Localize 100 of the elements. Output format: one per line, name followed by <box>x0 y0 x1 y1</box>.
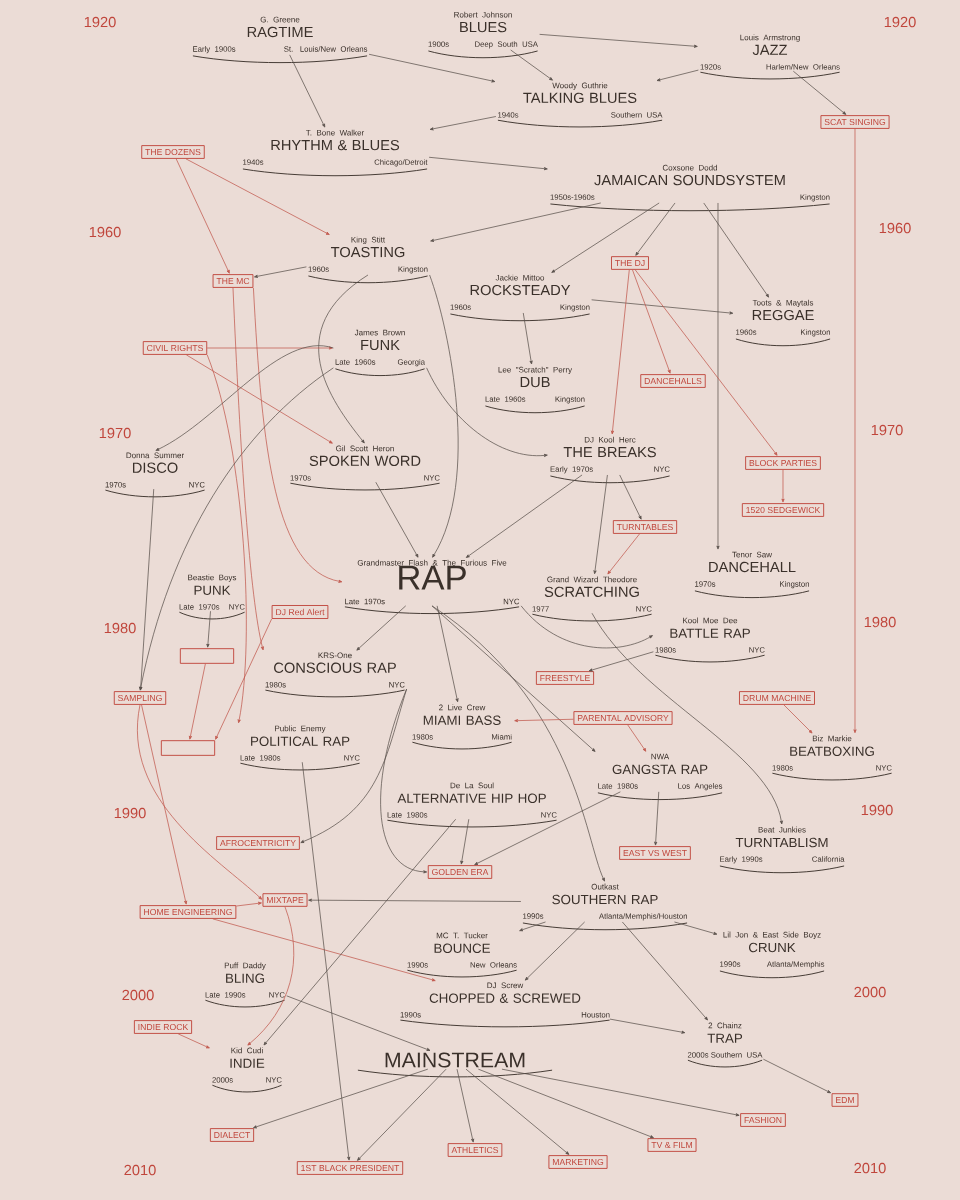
arrow <box>716 202 720 550</box>
arrow <box>522 312 533 365</box>
arrow <box>477 1068 654 1139</box>
year-label: 2000 <box>854 986 886 998</box>
arrow <box>456 1068 475 1143</box>
arrow <box>426 367 548 457</box>
arrow <box>175 158 230 274</box>
arrow <box>634 269 778 456</box>
arrow <box>591 299 734 315</box>
year-label: 2010 <box>124 1164 156 1176</box>
arrow <box>610 269 630 435</box>
arrow <box>591 612 783 825</box>
influence-box: MIXTAPE <box>262 893 308 907</box>
influence-box: THE MC <box>212 274 254 288</box>
arrow <box>300 688 407 843</box>
year-label: 2000 <box>122 989 154 1001</box>
arrow <box>619 474 642 520</box>
influence-box: EAST VS WEST <box>619 846 691 860</box>
influence-box: AFROCENTRICITY <box>216 836 300 850</box>
arrow <box>141 704 188 905</box>
arrow <box>206 610 211 648</box>
arrow <box>308 898 522 902</box>
arrow <box>247 906 295 1046</box>
arrow <box>593 474 608 575</box>
influence-box: DIALECT <box>209 1128 255 1142</box>
influence-box: FREESTYLE <box>535 671 595 685</box>
arrow <box>551 202 660 273</box>
arrow <box>253 1068 429 1129</box>
arrow <box>368 53 496 83</box>
arrow <box>139 488 155 691</box>
influence-box: EDM <box>831 1093 859 1107</box>
arrow <box>703 202 770 298</box>
arrow <box>428 156 548 171</box>
influence-box: MARKETING <box>548 1155 608 1169</box>
year-label: 1980 <box>104 622 136 634</box>
arrow <box>431 605 596 752</box>
arrow <box>206 346 333 350</box>
arrow <box>431 605 605 882</box>
influence-box: GOLDEN ERA <box>427 865 493 879</box>
arrow <box>465 1068 570 1155</box>
arrow <box>510 49 553 81</box>
arrow <box>588 651 654 672</box>
arrow <box>185 158 330 235</box>
influence-box: DJ Red Alert <box>271 605 329 619</box>
arrow <box>460 818 470 865</box>
arrow <box>186 354 333 444</box>
influence-box: 1520 SEDGEWICK <box>741 503 825 517</box>
year-label: 1980 <box>864 616 896 628</box>
arrow <box>318 274 369 444</box>
arrow <box>139 367 334 691</box>
arrow <box>188 663 206 740</box>
year-label: 1920 <box>884 16 916 28</box>
arrow <box>286 995 431 1051</box>
arrow <box>674 921 718 935</box>
arrow <box>853 128 857 734</box>
arrow <box>429 116 497 131</box>
arrow <box>215 618 272 740</box>
arrow <box>627 724 647 752</box>
arrow <box>520 605 653 649</box>
arrow <box>632 269 671 374</box>
influence-box: BLOCK PARTIES <box>745 456 821 470</box>
arrow <box>792 70 847 115</box>
influence-box: INDIE ROCK <box>133 1020 193 1034</box>
arrow <box>356 605 407 651</box>
arrow <box>656 69 699 82</box>
arrow <box>654 791 660 846</box>
arrow <box>235 901 262 907</box>
influence-box: HOME ENGINEERING <box>139 905 237 919</box>
arrow <box>430 202 602 242</box>
arrow <box>137 704 263 900</box>
influence-box: 1ST BLACK PRESIDENT <box>296 1161 404 1175</box>
arrow <box>429 274 459 558</box>
arrow <box>375 481 419 558</box>
arrow <box>253 287 343 583</box>
arrow <box>254 266 307 278</box>
empty-box <box>179 648 235 664</box>
influence-box: PARENTAL ADVISORY <box>573 711 673 725</box>
arrow <box>783 704 813 734</box>
arrow <box>289 54 326 128</box>
arrow <box>212 918 436 982</box>
arrow <box>177 1033 210 1049</box>
arrow <box>524 921 585 981</box>
arrow <box>635 202 676 256</box>
year-label: 1960 <box>89 226 121 238</box>
influence-box: DANCEHALLS <box>640 374 706 388</box>
year-label: 2010 <box>854 1162 886 1174</box>
arrow <box>380 688 428 874</box>
year-label: 1990 <box>861 804 893 816</box>
arrow <box>781 469 785 503</box>
arrow <box>232 287 264 651</box>
arrow <box>301 761 351 1161</box>
influence-box: TURNTABLES <box>612 520 678 534</box>
arrow <box>474 791 621 866</box>
arrow <box>763 1058 831 1094</box>
arrow <box>609 1018 686 1034</box>
influence-box: CIVIL RIGHTS <box>142 341 208 355</box>
arrow <box>622 921 708 1021</box>
arrow <box>519 921 546 932</box>
influence-box: SCAT SINGING <box>820 115 890 129</box>
empty-box <box>160 740 216 756</box>
